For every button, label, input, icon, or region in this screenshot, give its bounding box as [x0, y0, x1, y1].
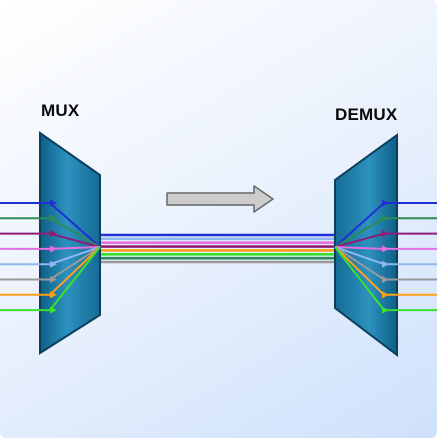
channel-arrow-icon	[382, 306, 389, 314]
channel-arrow-icon	[50, 245, 57, 253]
channel-arrow-icon	[50, 214, 57, 222]
trunk-fiber-bundle	[100, 233, 335, 264]
channel-arrow-icon	[50, 199, 57, 207]
demux-device	[334, 133, 398, 358]
channel-arrow-icon	[50, 230, 57, 238]
channel-arrow-icon	[382, 230, 389, 238]
channel-arrow-icon	[50, 306, 57, 314]
channel-arrow-icon	[382, 276, 389, 283]
mux-device	[39, 131, 101, 355]
channel-arrow-icon	[50, 260, 57, 268]
channel-arrow-icon	[382, 291, 389, 299]
right-arrow-icon	[166, 185, 274, 213]
mux-input-channels	[0, 199, 101, 314]
channel-arrow-icon	[382, 245, 389, 253]
mux-label: MUX	[41, 101, 80, 120]
demux-label: DEMUX	[335, 105, 398, 124]
channel-arrow-icon	[50, 291, 57, 299]
channel-arrow-icon	[382, 199, 389, 207]
channel-arrow-icon	[382, 260, 389, 268]
channel-arrow-icon	[382, 214, 389, 222]
channel-arrow-icon	[50, 276, 57, 283]
demux-output-channels	[334, 199, 437, 314]
